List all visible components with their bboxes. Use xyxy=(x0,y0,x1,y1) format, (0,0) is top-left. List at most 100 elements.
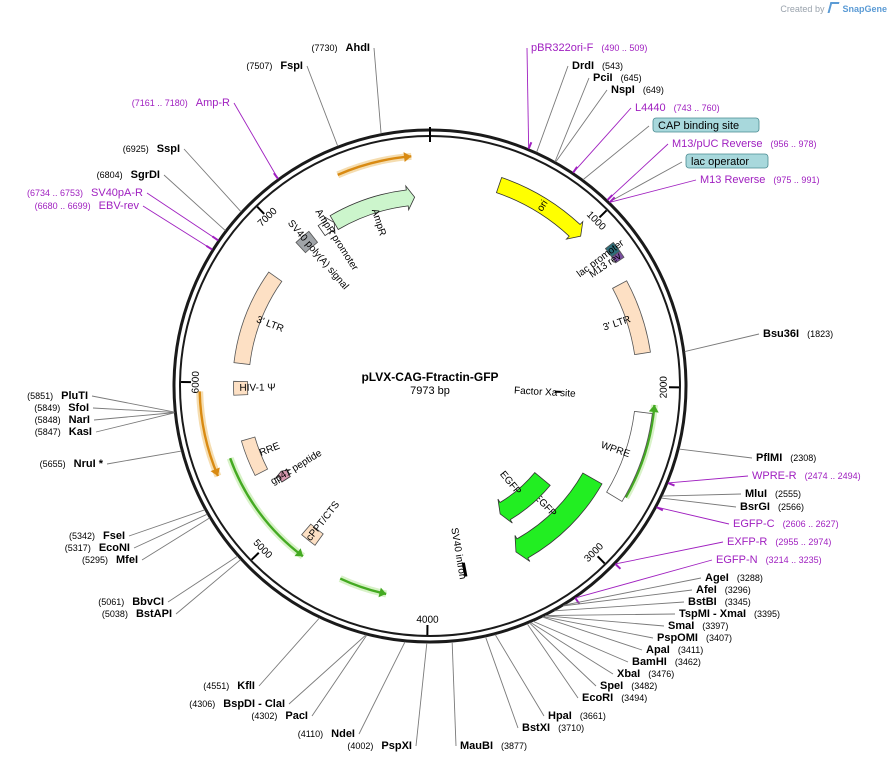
site-paci[interactable]: PacI(4302) xyxy=(251,710,308,722)
site-ndei[interactable]: NdeI(4110) xyxy=(298,728,355,740)
site-pspomi[interactable]: PspOMI(3407) xyxy=(657,632,732,644)
site-ecori[interactable]: EcoRI(3494) xyxy=(582,692,647,704)
site-agei[interactable]: AgeI(3288) xyxy=(705,572,763,584)
site-coord: (2474 .. 2494) xyxy=(805,471,861,481)
site-bstbi[interactable]: BstBI(3345) xyxy=(688,596,751,608)
site-coord: (5847) xyxy=(35,427,61,437)
feature-label: 3' LTR xyxy=(602,314,632,333)
site-ebv-rev[interactable]: EBV-rev(6680 .. 6699) xyxy=(35,200,140,212)
tick-label: 2000 xyxy=(659,376,670,399)
site-nari[interactable]: NarI(5848) xyxy=(35,414,90,426)
site-coord: (5851) xyxy=(27,391,53,401)
site-egfp-c[interactable]: EGFP-C(2606 .. 2627) xyxy=(733,518,839,530)
feature-hiv-1-psi[interactable]: HIV-1 Ψ xyxy=(233,380,276,396)
site-name: TspMI - XmaI xyxy=(679,608,746,620)
annotation-arc xyxy=(624,404,656,499)
site-exfp-r[interactable]: EXFP-R(2955 .. 2974) xyxy=(727,536,831,548)
site-fsei[interactable]: FseI(5342) xyxy=(69,530,125,542)
feature-cppt-cts[interactable]: cPPT/CTS xyxy=(301,499,343,546)
tick-label: 6000 xyxy=(190,371,201,394)
site-pcii[interactable]: PciI(645) xyxy=(593,72,642,84)
site-tspmi-xmai[interactable]: TspMI - XmaI (3395) xyxy=(679,608,780,620)
site-smai[interactable]: SmaI(3397) xyxy=(668,620,728,632)
leader-line xyxy=(543,616,654,639)
site-name: EGFP-N xyxy=(716,554,758,566)
feature-sv40-intron[interactable]: SV40 intron xyxy=(448,527,468,580)
site-spei[interactable]: SpeI(3482) xyxy=(600,680,657,692)
site-bbvci[interactable]: BbvCI(5061) xyxy=(98,596,164,608)
site-bamhi[interactable]: BamHI(3462) xyxy=(632,656,701,668)
site-coord: (3397) xyxy=(702,621,728,631)
site-fspi[interactable]: FspI(7507) xyxy=(246,60,303,72)
site-name: EXFP-R xyxy=(727,536,767,548)
site-coord: (5655) xyxy=(40,459,66,469)
annotation-arc xyxy=(229,457,304,558)
site-name: BspDI - ClaI xyxy=(223,698,285,710)
site-bsrgi[interactable]: BsrGI(2566) xyxy=(740,501,804,513)
feature-rre[interactable]: RRE xyxy=(240,436,282,476)
backbone-circle xyxy=(172,127,688,644)
leader-line xyxy=(684,333,760,353)
feature-ampr[interactable]: AmpR xyxy=(329,184,416,237)
leader-line xyxy=(91,395,175,413)
leader-line xyxy=(494,634,545,717)
site-pspxi[interactable]: PspXI(4002) xyxy=(347,740,412,752)
site-sgrdi[interactable]: SgrDI(6804) xyxy=(97,169,160,181)
site-hpai[interactable]: HpaI(3661) xyxy=(548,710,606,722)
site-kasi[interactable]: KasI(5847) xyxy=(35,426,92,438)
feature-factor-xa-site[interactable]: Factor Xa site xyxy=(514,385,577,399)
site-pbr322ori-f[interactable]: pBR322ori-F(490 .. 509) xyxy=(531,42,647,54)
tick-label: 4000 xyxy=(416,615,439,626)
site-apai[interactable]: ApaI(3411) xyxy=(646,644,703,656)
site-m13-puc-reverse[interactable]: M13/pUC Reverse(956 .. 978) xyxy=(672,138,817,150)
annotation-arc-halo xyxy=(196,391,222,478)
site-bspdi-clai[interactable]: BspDI - ClaI(4306) xyxy=(189,698,285,710)
site-coord: (3395) xyxy=(754,609,780,619)
site-mfei[interactable]: MfeI(5295) xyxy=(82,554,138,566)
site-l4440[interactable]: L4440(743 .. 760) xyxy=(635,102,720,114)
site-lac-operator[interactable]: lac operator xyxy=(685,153,769,169)
site-name: EcoRI xyxy=(582,692,613,704)
site-bstapi[interactable]: BstAPI(5038) xyxy=(102,608,172,620)
plasmid-length: 7973 bp xyxy=(410,385,450,397)
site-afei[interactable]: AfeI(3296) xyxy=(696,584,751,596)
site-name: FspI xyxy=(280,60,303,72)
feature-label: WPRE xyxy=(599,440,631,460)
site-sv40pa-r[interactable]: SV40pA-R(6734 .. 6753) xyxy=(27,187,143,199)
site-kfli[interactable]: KflI(4551) xyxy=(203,680,255,692)
site-coord: (5317) xyxy=(65,543,91,553)
feature-3-ltr-right[interactable]: 3' LTR xyxy=(602,280,651,356)
site-bsu36i[interactable]: Bsu36I(1823) xyxy=(763,328,833,340)
site-name: CAP binding site xyxy=(658,120,739,132)
site-name: AfeI xyxy=(696,584,717,596)
feature-3-ltr-left[interactable]: 3' LTR xyxy=(233,271,285,366)
site-econi[interactable]: EcoNI(5317) xyxy=(65,542,130,554)
site-bstxi[interactable]: BstXI(3710) xyxy=(522,722,584,734)
site-wpre-r[interactable]: WPRE-R(2474 .. 2494) xyxy=(752,470,861,482)
site-amp-r[interactable]: Amp-R(7161 .. 7180) xyxy=(132,97,230,109)
site-pflmi[interactable]: PflMI(2308) xyxy=(756,452,816,464)
site-pluti[interactable]: PluTI(5851) xyxy=(27,390,88,402)
site-maubi[interactable]: MauBI(3877) xyxy=(460,740,527,752)
feature-gp41-peptide[interactable]: gp41 peptide xyxy=(269,448,324,488)
site-nspi[interactable]: NspI(649) xyxy=(611,84,664,96)
leader-line xyxy=(311,634,368,717)
site-cap-binding-site[interactable]: CAP binding site xyxy=(652,117,760,133)
site-name: SpeI xyxy=(600,680,623,692)
site-egfp-n[interactable]: EGFP-N(3214 .. 3235) xyxy=(716,554,822,566)
leader-line xyxy=(373,47,382,134)
site-sfoi[interactable]: SfoI(5849) xyxy=(34,402,89,414)
site-drdi[interactable]: DrdI(543) xyxy=(572,60,623,72)
site-name: FseI xyxy=(103,530,125,542)
annotation-arrowhead xyxy=(294,548,303,557)
site-sspi[interactable]: SspI(6925) xyxy=(123,143,180,155)
leader-line xyxy=(183,148,242,213)
site-ahdi[interactable]: AhdI(7730) xyxy=(312,42,370,54)
site-xbai[interactable]: XbaI(3476) xyxy=(617,668,674,680)
site-mlui[interactable]: MluI(2555) xyxy=(745,488,801,500)
site-name: AhdI xyxy=(346,42,370,54)
feature-ori[interactable]: ori xyxy=(495,176,584,240)
site-nrui[interactable]: NruI *(5655) xyxy=(40,458,104,470)
site-m13-reverse[interactable]: M13 Reverse(975 .. 991) xyxy=(700,174,819,186)
